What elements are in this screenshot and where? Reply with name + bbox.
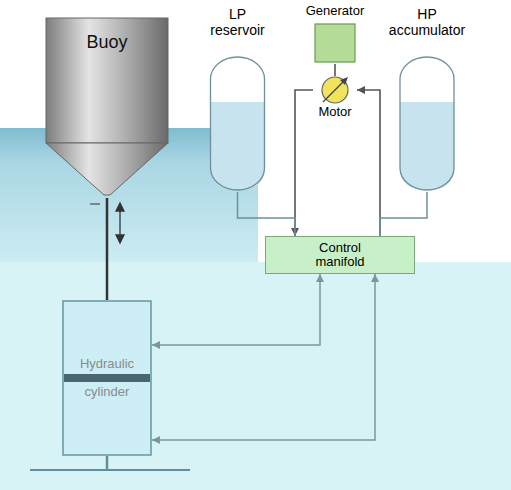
- connector: [107, 198, 108, 300]
- connector: [335, 64, 336, 76]
- piston: [64, 374, 150, 382]
- anchor-rod: [106, 456, 109, 470]
- vessel-interior: [211, 57, 265, 190]
- waterline-tick: [90, 204, 100, 205]
- capsule-node: HP accumulator: [372, 2, 482, 192]
- connector-line: [334, 64, 336, 76]
- connector-line: [380, 192, 427, 236]
- arrowhead: [152, 436, 160, 444]
- connector: [380, 192, 427, 236]
- node-label: Motor: [313, 105, 357, 120]
- vessel-outline: [211, 57, 265, 190]
- arrowhead: [316, 274, 324, 282]
- connector: [291, 90, 313, 236]
- connector-line: [152, 274, 320, 345]
- seabed-line: [30, 469, 190, 471]
- capsule-node: LP reservoir: [195, 2, 280, 192]
- buoy-hull: [46, 18, 168, 143]
- generator-body: [315, 24, 355, 62]
- lower-water: [0, 262, 511, 490]
- node-label: Control manifold: [304, 241, 376, 268]
- arrowhead: [152, 341, 160, 349]
- connector: [238, 192, 296, 236]
- arrowhead: [371, 274, 379, 282]
- node-label: Generator: [296, 4, 374, 19]
- variable-arrowhead: [340, 77, 348, 85]
- vessel-outline: [400, 57, 454, 190]
- motor-node: Motor: [313, 76, 357, 122]
- vessel-interior: [400, 57, 454, 190]
- cylinder-shape: [62, 300, 152, 456]
- arrowhead: [357, 86, 365, 94]
- connector-line: [357, 90, 380, 236]
- connector-line: [238, 192, 296, 236]
- variable-arrow: [323, 80, 345, 102]
- fluid-level: [211, 102, 265, 190]
- node-label: HP accumulator: [382, 6, 472, 38]
- connector: [152, 274, 379, 444]
- manifold-node: Control manifold: [265, 236, 415, 274]
- connector: [152, 274, 324, 349]
- fluid-level: [400, 102, 454, 190]
- heave-arrow: [116, 203, 124, 243]
- node-label: LP reservoir: [203, 6, 273, 38]
- connector-line: [106, 198, 109, 300]
- motor-circle: [322, 77, 348, 103]
- buoy-node: Buoy: [44, 18, 170, 198]
- node-label: Hydraulic cylinder: [71, 350, 143, 406]
- connector: [357, 86, 380, 236]
- cylinder-node: Hydraulic cylinder: [62, 300, 152, 456]
- buoy-cone: [46, 143, 168, 195]
- generator-node: Generator: [295, 2, 375, 64]
- connector-line: [295, 90, 313, 236]
- cylinder-barrel: [63, 301, 151, 455]
- connector-line: [152, 274, 375, 440]
- node-label: Buoy: [52, 32, 162, 53]
